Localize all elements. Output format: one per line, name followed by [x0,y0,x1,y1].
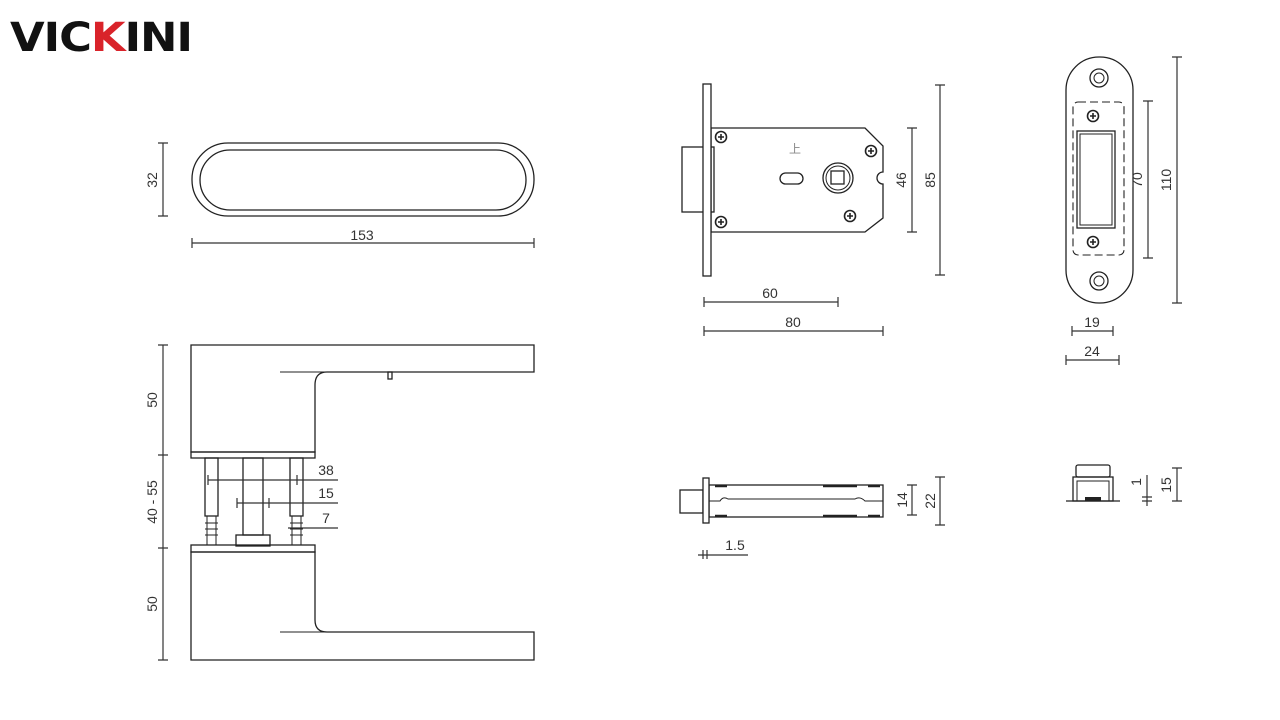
oval-slot [779,172,804,185]
latch-side-view: 14 22 1.5 [679,476,945,559]
dim-label: 38 [318,462,334,478]
dim-label: 19 [1084,314,1100,330]
lock-body-view: 上 46 85 60 80 [681,83,945,336]
faceplate [702,477,710,524]
follower-square [830,170,845,185]
spindle [204,457,219,517]
up-mark: 上 [789,142,801,156]
latch-tip [679,489,704,514]
upper-rose-plate [190,451,316,459]
brand-logo: VICKINI [10,14,193,62]
dim-line [1143,100,1153,259]
strike-side-view: 1 15 [1066,464,1182,506]
dim-label: 50 [144,392,160,408]
dim-line [1172,56,1182,304]
dim-label: 15 [318,485,334,501]
dim-label: 60 [762,285,778,301]
dim-line [698,550,748,559]
dim-line [1142,475,1152,506]
latch-bolt [681,146,715,213]
upper-lever [190,344,535,453]
dim-label: 110 [1158,169,1174,192]
dim-line [907,484,917,516]
dim-line [703,297,839,307]
latch-body [708,484,884,518]
screw-icon [1086,109,1100,123]
square-spindle [242,457,264,536]
dim-label: 40 - 55 [144,480,160,524]
faceplate [702,83,712,277]
dim-line [935,476,945,526]
rose-outline [191,142,535,217]
dim-line [1071,326,1114,336]
screw-icon [714,215,728,229]
lever-side-view: 50 40 - 55 50 38 15 7 [144,344,535,661]
rose-inner [199,149,527,211]
dim-line [1172,467,1182,502]
dim-line [907,127,917,233]
dim-label: 1.5 [725,537,745,553]
dim-label: 85 [922,172,938,188]
strike-plate-view: 70 110 19 24 [1065,56,1182,365]
screw-icon [1086,235,1100,249]
dim-line [703,326,884,336]
strike-opening [1076,130,1116,229]
logo-text: VIC [10,15,92,61]
dim-label: 80 [785,314,801,330]
logo-text-k: K [90,15,126,61]
strike-recess [1072,101,1125,256]
dim-line [207,475,338,485]
dim-label: 22 [922,493,938,509]
dim-label: 32 [144,172,160,188]
screw-icon [864,144,878,158]
dim-label: 15 [1158,477,1174,493]
dim-line [158,344,168,661]
dim-line [236,498,338,508]
dim-line [935,84,945,276]
spindle [289,457,304,517]
lock-case [710,127,884,233]
rose-view: 32 153 [144,142,535,248]
logo-text: INI [124,15,193,61]
dim-line [158,142,168,217]
follower [822,162,854,194]
dim-line [1065,355,1120,365]
dim-label: 70 [1129,172,1145,188]
lower-lever [190,551,535,661]
dim-label: 14 [894,492,910,508]
strike-outline [1065,56,1134,304]
dim-label: 50 [144,596,160,612]
dim-line [191,238,535,248]
screw-icon [843,209,857,223]
dim-label: 7 [322,510,330,526]
dim-label: 24 [1084,343,1100,359]
screw-icon [714,130,728,144]
dim-label: 153 [350,227,374,243]
dim-label: 46 [893,172,909,188]
dim-label: 1 [1128,478,1144,486]
